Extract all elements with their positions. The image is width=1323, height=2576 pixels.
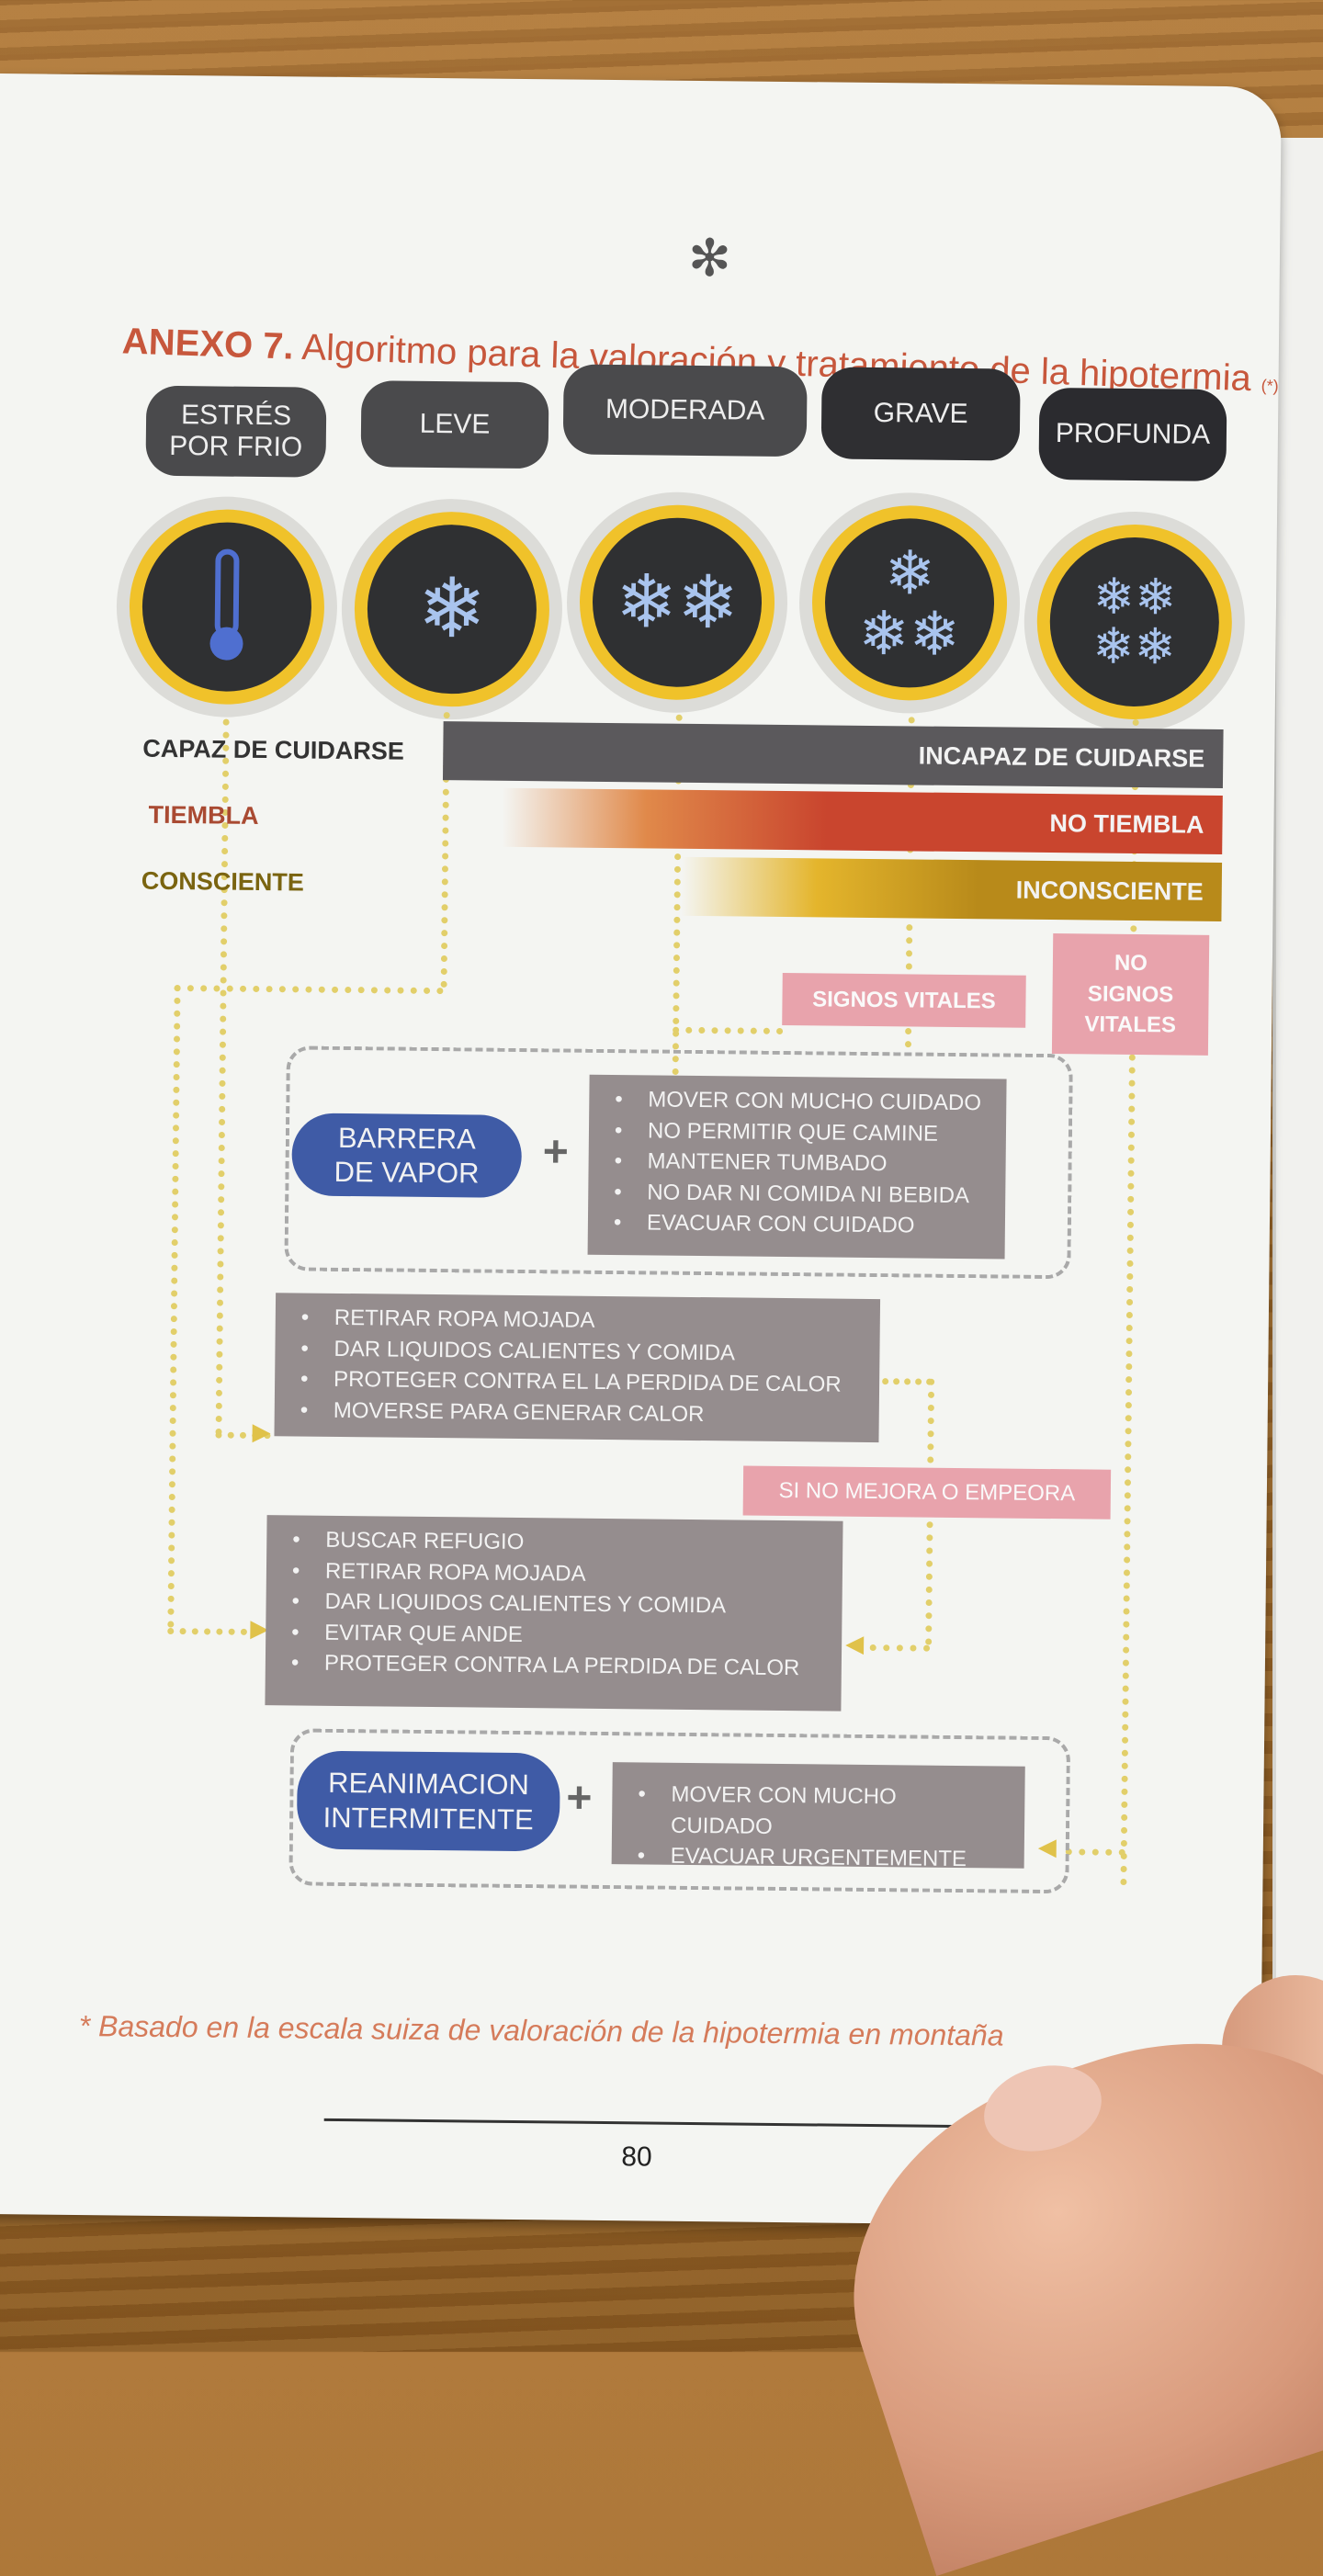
snowflake-icon: ❄ [353, 511, 551, 708]
vapor-actions-list: MOVER CON MUCHO CUIDADO NO PERMITIR QUE … [587, 1074, 1007, 1260]
stage-estres: ESTRÉS POR FRIO [145, 385, 327, 478]
vital-signs-label: SIGNOS VITALES [782, 972, 1026, 1028]
list-item: PROTEGER CONTRA LA PERDIDA DE CALOR [288, 1648, 820, 1685]
no-vital-signs-label: NO SIGNOS VITALES [1051, 933, 1210, 1056]
dotted-connector [174, 985, 444, 995]
footer-rule [323, 2118, 977, 2129]
dotted-connector [167, 985, 181, 1629]
stage-profunda: PROFUNDA [1038, 387, 1227, 481]
book-page: ✻ ANEXO 7. Algoritmo para la valoración … [0, 73, 1282, 2228]
dotted-connector [673, 1026, 784, 1034]
dotted-connector [856, 1644, 931, 1652]
list-item: MOVER CON MUCHO CUIDADO [611, 1084, 984, 1119]
list-item: MOVERSE PARA GENERAR CALOR [297, 1395, 857, 1431]
next-page-edge [1272, 138, 1323, 2251]
list-item: NO DAR NI COMIDA NI BEBIDA [610, 1177, 983, 1212]
stage-moderada: MODERADA [562, 364, 808, 458]
scale-label-consciousness: CONSCIENTE [141, 866, 304, 897]
arrow-right-icon: ▶ [252, 1417, 271, 1446]
stage-leve: LEVE [360, 380, 549, 469]
worsen-label: SI NO MEJORA O EMPEORA [742, 1465, 1112, 1520]
snowflake-quad-icon: ❄❄❄❄ [1035, 523, 1233, 721]
scale-bar-consciousness: INCONSCIENTE [681, 856, 1223, 921]
plus-sign: + [566, 1773, 593, 1823]
list-item: MANTENER TUMBADO [610, 1146, 983, 1181]
list-item: NO PERMITIR QUE CAMINE [611, 1115, 984, 1150]
title-note: (*) [1261, 376, 1279, 396]
footnote: * Basado en la escala suiza de valoració… [78, 2009, 1004, 2052]
dotted-connector [1065, 1848, 1125, 1856]
stage-grave: GRAVE [820, 367, 1021, 461]
vapor-barrier-pill: BARRERA DE VAPOR [291, 1113, 523, 1199]
title-annex: ANEXO 7. [121, 321, 295, 367]
resuscitation-pill: REANIMACION INTERMITENTE [296, 1750, 560, 1852]
snowflake-pair-icon: ❄❄ [578, 503, 776, 701]
scale-label-self-care: CAPAZ DE CUIDARSE [142, 734, 404, 765]
plus-sign: + [542, 1127, 570, 1177]
resuscitation-actions-list: MOVER CON MUCHO CUIDADO EVACUAR URGENTEM… [611, 1762, 1025, 1871]
list-item: EVACUAR URGENTEMENTE [634, 1841, 1002, 1876]
scale-bar-self-care: INCAPAZ DE CUIDARSE [442, 721, 1224, 788]
page-number: 80 [621, 2141, 652, 2173]
dotted-connector [882, 1378, 933, 1385]
dotted-connector [167, 1628, 260, 1636]
arrow-left-icon: ◀ [844, 1629, 865, 1657]
star-of-life-icon: ✻ [687, 228, 732, 288]
scale-bar-shivering: NO TIEMBLA [502, 787, 1223, 854]
scale-label-shivering: TIEMBLA [148, 800, 259, 830]
snowflake-triple-icon: ❄❄❄ [810, 504, 1009, 702]
mild-actions-list: RETIRAR ROPA MOJADA DAR LIQUIDOS CALIENT… [274, 1293, 881, 1443]
thermometer-icon [128, 508, 326, 706]
list-item: EVACUAR CON CUIDADO [610, 1207, 983, 1242]
cold-stress-actions-list: BUSCAR REFUGIO RETIRAR ROPA MOJADA DAR L… [265, 1515, 843, 1712]
list-item: MOVER CON MUCHO CUIDADO [634, 1779, 1003, 1844]
